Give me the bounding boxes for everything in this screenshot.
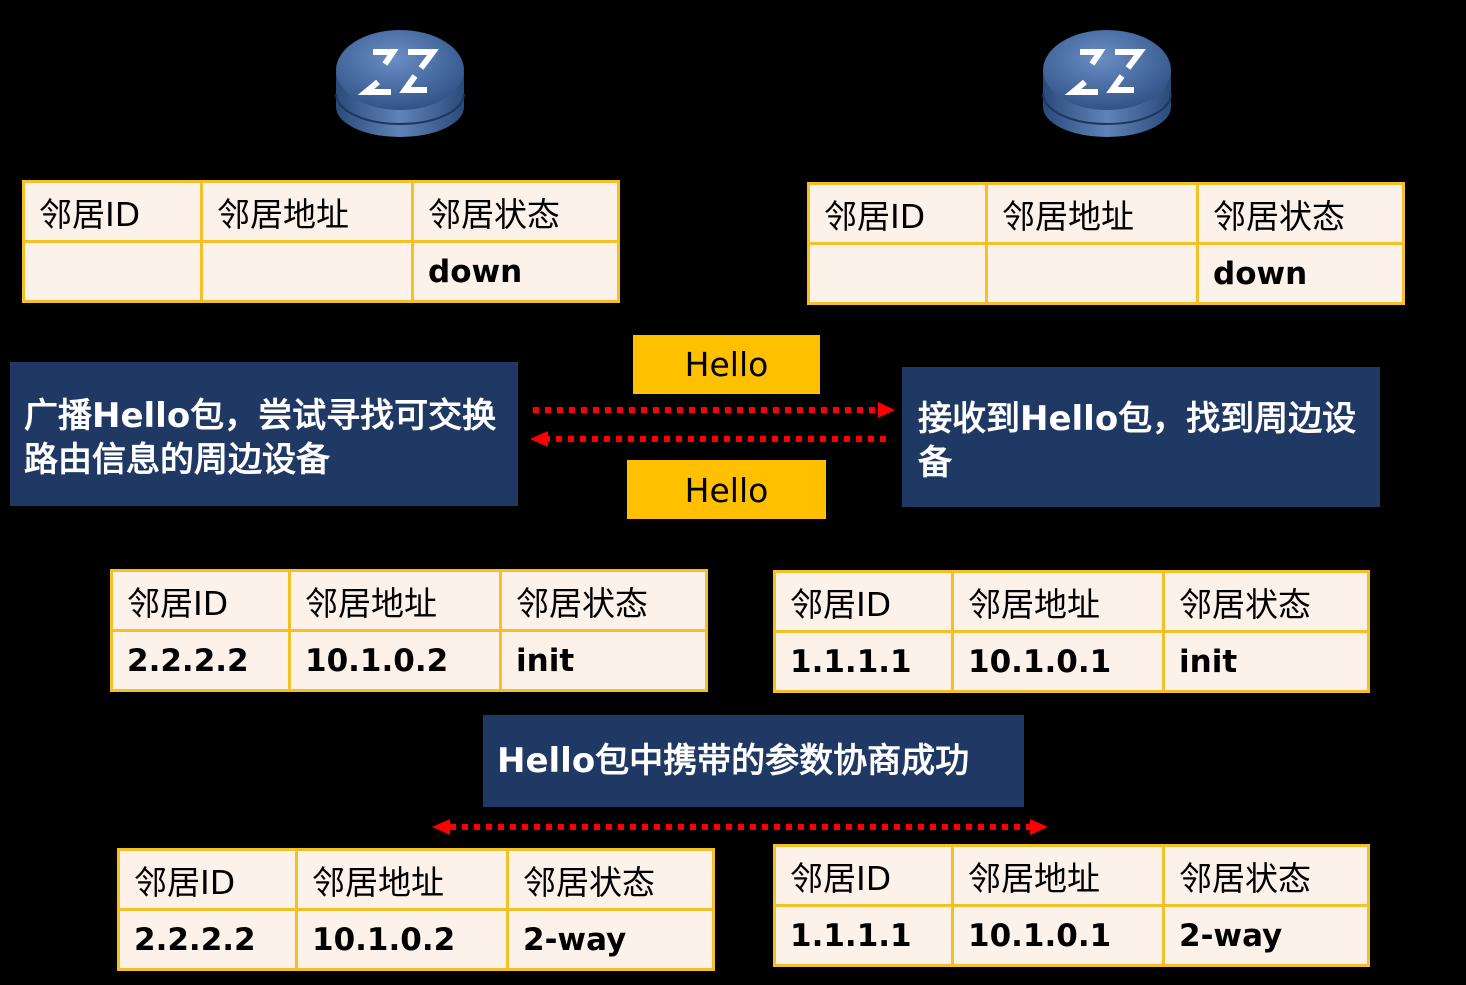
header-neighbor-state: 邻居状态 [1196,182,1405,245]
header-neighbor-id: 邻居ID [22,180,203,243]
cell-neighbor-state: 2-way [1162,904,1370,967]
note-left-broadcast: 广播Hello包，尝试寻找可交换路由信息的周边设备 [10,362,518,506]
arrow-hello-left-to-right [533,402,895,418]
cell-neighbor-id [807,242,988,305]
hello-packet-bottom: Hello [627,460,826,519]
header-neighbor-address: 邻居地址 [200,180,414,243]
cell-neighbor-id: 2.2.2.2 [117,908,298,971]
header-neighbor-state: 邻居状态 [411,180,620,243]
cell-neighbor-address: 10.1.0.1 [951,630,1165,693]
header-neighbor-state: 邻居状态 [1162,570,1370,633]
header-neighbor-id: 邻居ID [773,844,954,907]
hello-packet-top: Hello [633,335,820,394]
cell-neighbor-address: 10.1.0.1 [951,904,1165,967]
header-neighbor-id: 邻居ID [773,570,954,633]
cell-neighbor-state: init [499,629,708,692]
header-neighbor-state: 邻居状态 [499,569,708,632]
cell-neighbor-id [22,240,203,303]
router-left-icon [335,30,465,137]
arrow-bidirectional-negotiation [432,819,1048,835]
header-neighbor-state: 邻居状态 [1162,844,1370,907]
cell-neighbor-id: 2.2.2.2 [110,629,291,692]
note-right-received: 接收到Hello包，找到周边设备 [902,367,1380,507]
cell-neighbor-id: 1.1.1.1 [773,630,954,693]
cell-neighbor-address: 10.1.0.2 [288,629,502,692]
arrow-hello-right-to-left [530,431,886,447]
cell-neighbor-state: 2-way [506,908,715,971]
header-neighbor-address: 邻居地址 [951,570,1165,633]
header-neighbor-address: 邻居地址 [288,569,502,632]
router-right-icon [1042,30,1172,137]
cell-neighbor-state: down [411,240,620,303]
header-neighbor-id: 邻居ID [807,182,988,245]
cell-neighbor-state: down [1196,242,1405,305]
cell-neighbor-address [985,242,1199,305]
header-neighbor-state: 邻居状态 [506,848,715,911]
header-neighbor-address: 邻居地址 [951,844,1165,907]
cell-neighbor-id: 1.1.1.1 [773,904,954,967]
header-neighbor-id: 邻居ID [117,848,298,911]
header-neighbor-id: 邻居ID [110,569,291,632]
header-neighbor-address: 邻居地址 [295,848,509,911]
note-center-negotiation: Hello包中携带的参数协商成功 [483,715,1024,807]
cell-neighbor-state: init [1162,630,1370,693]
header-neighbor-address: 邻居地址 [985,182,1199,245]
cell-neighbor-address [200,240,414,303]
cell-neighbor-address: 10.1.0.2 [295,908,509,971]
